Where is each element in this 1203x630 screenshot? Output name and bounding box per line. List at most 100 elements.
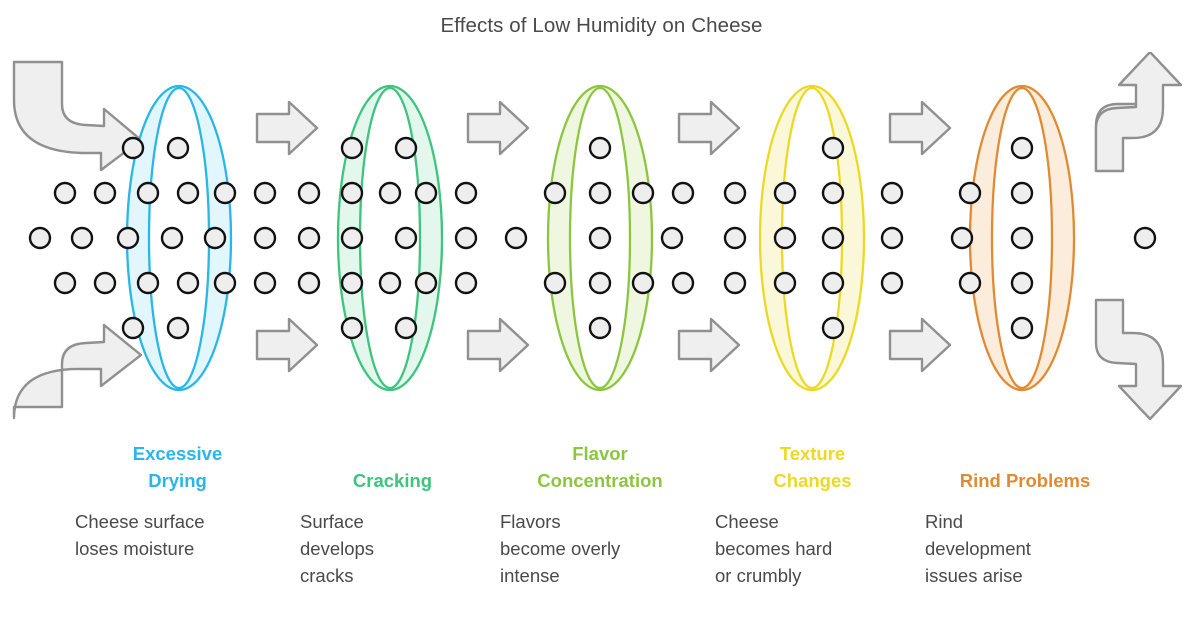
page-title: Effects of Low Humidity on Cheese	[440, 14, 763, 37]
moisture-dot	[394, 316, 418, 340]
moisture-dot	[297, 181, 321, 205]
moisture-dot	[70, 226, 94, 250]
ring-flavor-concentration	[546, 84, 654, 392]
ring-outer-edge	[758, 84, 866, 392]
stage-body-texture-changes: Cheese becomes hard or crumbly	[715, 511, 833, 586]
ring-rind-problems	[968, 84, 1076, 392]
moisture-dot-field	[28, 136, 1157, 340]
moisture-dot	[588, 271, 612, 295]
inflow-bottom-left-arrow	[12, 323, 143, 420]
moisture-dot	[588, 181, 612, 205]
moisture-dot	[821, 271, 845, 295]
moisture-dot	[773, 271, 797, 295]
moisture-dot	[1010, 271, 1034, 295]
moisture-dot	[880, 271, 904, 295]
stage-heading-rind-problems: Rind Problems	[959, 470, 1091, 491]
moisture-dot	[414, 271, 438, 295]
stage-heading-texture-changes: Texture Changes	[773, 443, 852, 491]
moisture-dot	[394, 136, 418, 160]
moisture-dot	[588, 226, 612, 250]
moisture-dot	[253, 226, 277, 250]
moisture-dot	[166, 316, 190, 340]
moisture-dot	[821, 316, 845, 340]
moisture-dot	[1010, 226, 1034, 250]
moisture-dot	[631, 181, 655, 205]
moisture-dot	[454, 271, 478, 295]
moisture-dot	[340, 136, 364, 160]
moisture-dot	[773, 181, 797, 205]
moisture-dot	[213, 181, 237, 205]
moisture-dot	[880, 181, 904, 205]
outflow-bottom-right-arrow	[1094, 298, 1183, 421]
moisture-dot	[253, 181, 277, 205]
moisture-dot	[950, 226, 974, 250]
moisture-dot	[454, 181, 478, 205]
moisture-dot	[28, 226, 52, 250]
moisture-dot	[660, 226, 684, 250]
moisture-dot	[297, 226, 321, 250]
moisture-dot	[176, 271, 200, 295]
moisture-dot	[340, 271, 364, 295]
moisture-dot	[53, 181, 77, 205]
moisture-dot	[723, 271, 747, 295]
moisture-dot	[821, 226, 845, 250]
moisture-dot	[1010, 136, 1034, 160]
moisture-dot	[543, 181, 567, 205]
stage-body-cracking: Surface develops cracks	[300, 511, 375, 586]
moisture-dot	[880, 226, 904, 250]
moisture-dot	[723, 181, 747, 205]
stage-body-excessive-drying: Cheese surface loses moisture	[75, 511, 205, 559]
moisture-dot	[176, 181, 200, 205]
moisture-dot	[958, 181, 982, 205]
moisture-dot	[671, 271, 695, 295]
moisture-dot	[340, 226, 364, 250]
moisture-dot	[203, 226, 227, 250]
stage-heading-excessive-drying: Excessive Drying	[132, 443, 223, 491]
moisture-dot	[543, 271, 567, 295]
process-diagram	[12, 52, 1183, 421]
moisture-dot	[121, 136, 145, 160]
moisture-dot	[213, 271, 237, 295]
moisture-dot	[93, 271, 117, 295]
moisture-dot	[1133, 226, 1157, 250]
moisture-dot	[116, 226, 140, 250]
moisture-dot	[340, 316, 364, 340]
ring-outer-edge	[336, 84, 444, 392]
moisture-dot	[454, 226, 478, 250]
moisture-dot	[160, 226, 184, 250]
moisture-dot	[121, 316, 145, 340]
moisture-dot	[253, 271, 277, 295]
moisture-dot	[821, 136, 845, 160]
moisture-dot	[504, 226, 528, 250]
moisture-dot	[723, 226, 747, 250]
moisture-dot	[1010, 181, 1034, 205]
moisture-dot	[136, 181, 160, 205]
moisture-dot	[340, 181, 364, 205]
moisture-dot	[821, 181, 845, 205]
moisture-dot	[53, 271, 77, 295]
moisture-dot	[588, 136, 612, 160]
moisture-dot	[378, 181, 402, 205]
moisture-dot	[773, 226, 797, 250]
ring-outer-edge	[546, 84, 654, 392]
stage-body-rind-problems: Rind development issues arise	[925, 511, 1031, 586]
moisture-dot	[378, 271, 402, 295]
moisture-dot	[588, 316, 612, 340]
stage-heading-flavor-concentration: Flavor Concentration	[537, 443, 663, 491]
moisture-dot	[166, 136, 190, 160]
inflow-top-left-arrow	[12, 60, 143, 172]
moisture-dot	[1010, 316, 1034, 340]
moisture-dot	[414, 181, 438, 205]
ring-inner-edge	[990, 86, 1054, 390]
outflow-top-right-arrow-shape	[1094, 52, 1183, 173]
moisture-dot	[93, 181, 117, 205]
moisture-dot	[297, 271, 321, 295]
moisture-dot	[671, 181, 695, 205]
stage-heading-cracking: Cracking	[352, 470, 433, 491]
